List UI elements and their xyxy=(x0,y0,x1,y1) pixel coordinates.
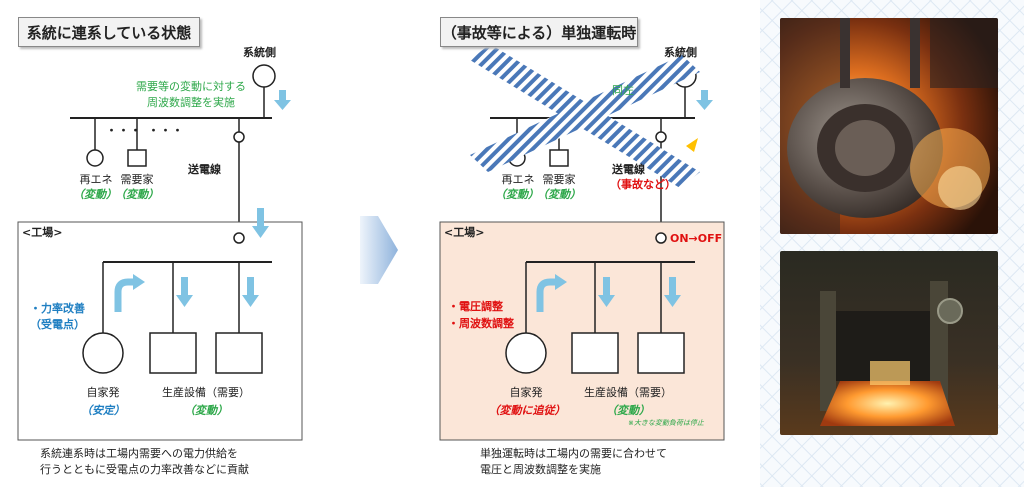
left-equip-label: 生産設備（需要） xyxy=(162,386,250,399)
cross-mark xyxy=(470,44,700,188)
right-equip-label: 生産設備（需要） xyxy=(584,386,672,399)
left-re-status: （変動） xyxy=(73,188,117,201)
right-re-status: （変動） xyxy=(495,188,539,201)
factory-box-left xyxy=(17,221,303,441)
factory-box-right xyxy=(439,221,725,441)
right-grid-label: 系統側 xyxy=(664,46,697,59)
right-gen-label: 自家発 xyxy=(509,386,543,399)
fault-mark xyxy=(686,138,698,152)
transition-arrow xyxy=(360,216,398,284)
re-circle xyxy=(86,149,104,167)
right-consumer-label: 需要家 xyxy=(542,173,576,186)
consumer-box xyxy=(127,149,147,167)
right-caption: 単独運転時は工場内の需要に合わせて電圧と周波数調整を実施 xyxy=(480,447,667,476)
right-factory-label: <工場> xyxy=(444,226,485,239)
left-gen-status: （安定） xyxy=(81,404,125,417)
left-gen-label: 自家発 xyxy=(86,386,120,399)
rolling-mill-photo xyxy=(780,251,998,435)
left-line-label: 送電線 xyxy=(188,163,221,176)
left-factory-label: <工場> xyxy=(22,226,63,239)
right-re-label: 再エネ xyxy=(501,173,535,186)
right-switch-label: ON→OFF xyxy=(670,232,723,245)
left-consumer-label: 需要家 xyxy=(120,173,154,186)
right-title: （事故等による）単独運転時 xyxy=(440,17,638,47)
right-gen-status: （変動に追従） xyxy=(488,404,566,417)
left-grid-label: 系統側 xyxy=(243,46,276,59)
left-caption: 系統連系時は工場内需要への電力供給を行うとともに受電点の力率改善などに貢献 xyxy=(40,447,249,476)
right-equip-status: （変動） xyxy=(606,404,650,417)
right-diagram xyxy=(439,44,725,441)
left-title: 系統に連系している状態 xyxy=(18,17,200,47)
left-dots-1: ・・・ xyxy=(106,124,142,137)
right-line-label: 送電線 xyxy=(612,163,645,176)
gen-circle-left xyxy=(82,332,124,374)
right-consumer-status: （変動） xyxy=(537,188,581,201)
right-adjust: ・電圧調整・周波数調整 xyxy=(448,300,514,330)
left-equip-status: （変動） xyxy=(184,404,228,417)
ladle-photo xyxy=(780,18,998,234)
left-diagram xyxy=(17,64,303,441)
left-dots-2: ・・・ xyxy=(148,124,184,137)
right-grid-note: 同左 xyxy=(612,84,634,97)
left-re-label: 再エネ xyxy=(79,173,113,186)
right-equip-note: ※大きな変動負荷は停止 xyxy=(628,419,704,427)
right-line-status: （事故など） xyxy=(610,178,676,191)
left-consumer-status: （変動） xyxy=(115,188,159,201)
left-grid-note: 需要等の変動に対する周波数調整を実施 xyxy=(136,80,246,109)
left-power-factor: ・力率改善（受電点） xyxy=(30,302,85,331)
